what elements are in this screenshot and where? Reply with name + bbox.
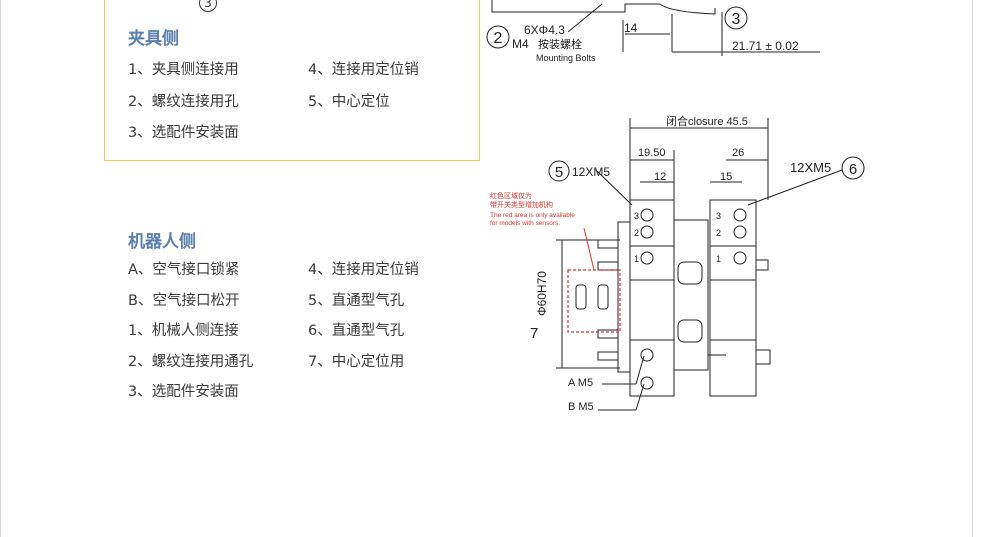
center-coupling <box>673 219 709 371</box>
closure-dim: 闭合closure 45.5 <box>666 114 748 128</box>
red-note-cn-1: 红色区域仅为 <box>490 191 532 200</box>
fixture-item: 3、选配件安装面 <box>128 125 239 141</box>
dim-21-71: 21.71 ± 0.02 <box>732 39 799 53</box>
robot-item: A、空气接口锁紧 <box>128 262 240 278</box>
callout-2-top-text: 2 <box>494 30 503 47</box>
robot-item: 2、螺纹连接用通孔 <box>128 354 254 370</box>
robot-item: B、空气接口松开 <box>128 293 240 309</box>
fixture-item: 2、螺纹连接用孔 <box>128 94 239 110</box>
robot-side-title: 机器人侧 <box>128 232 196 252</box>
left-num: 1 <box>634 254 639 264</box>
bolt-label-cn: 按装螺栓 <box>538 37 582 51</box>
red-note-en-1: The red area is only available <box>490 212 575 219</box>
robot-item: 3、选配件安装面 <box>128 384 239 400</box>
fixture-side-title: 夹具侧 <box>128 29 179 49</box>
bolt-size: M4 <box>512 37 529 51</box>
right-num: 3 <box>716 211 721 221</box>
fixture-item: 4、连接用定位销 <box>308 62 419 78</box>
fixture-item: 5、中心定位 <box>308 94 390 110</box>
right-num: 1 <box>716 254 721 264</box>
red-note-en-2: for models with sensors. <box>490 220 560 227</box>
callout-7-text: 7 <box>530 325 538 342</box>
dim-26: 26 <box>732 147 744 159</box>
fixture-side-panel <box>104 0 480 161</box>
dim-12: 12 <box>654 171 666 183</box>
spec-5: 12XM5 <box>572 165 610 179</box>
callout-6 <box>841 156 865 180</box>
hole-spec: 6XΦ4.3 <box>524 23 565 37</box>
callout-3-right <box>724 6 748 30</box>
left-flange <box>617 221 631 373</box>
diameter-label: Φ60H70 <box>535 271 549 316</box>
top-part-outline <box>491 0 716 15</box>
robot-item: 5、直通型气孔 <box>308 293 405 309</box>
callout-5 <box>548 160 570 182</box>
robot-item: 6、直通型气孔 <box>308 323 405 339</box>
red-note-cn-2: 带开关类型增加机构 <box>490 200 553 209</box>
left-frame-line <box>0 0 1 537</box>
dim-14: 14 <box>624 21 638 35</box>
fixture-item: 1、夹具侧连接用 <box>128 62 239 78</box>
dim-19-50: 19.50 <box>638 147 666 159</box>
bolt-label-en: Mounting Bolts <box>536 53 596 63</box>
left-num: 3 <box>634 211 639 221</box>
right-num: 2 <box>716 228 721 238</box>
robot-item: 4、连接用定位销 <box>308 262 419 278</box>
callout-2-top <box>486 25 510 49</box>
callout-5-text: 5 <box>555 164 563 181</box>
spec-6: 12XM5 <box>790 160 831 175</box>
technical-drawing: 2 3 5 6 6XΦ4.3 M4 按装螺栓 Mounting Bolts 14… <box>486 0 865 413</box>
callout-6-text: 6 <box>849 161 857 178</box>
port-b: B M5 <box>568 401 594 413</box>
right-block-outline <box>709 199 757 397</box>
callout-3-right-text: 3 <box>732 11 741 28</box>
left-num: 2 <box>634 228 639 238</box>
port-a: A M5 <box>568 377 593 389</box>
robot-item: 1、机械人侧连接 <box>128 323 239 339</box>
right-frame-line <box>972 0 973 537</box>
robot-item: 7、中心定位用 <box>308 354 405 370</box>
dim-15: 15 <box>720 171 732 183</box>
